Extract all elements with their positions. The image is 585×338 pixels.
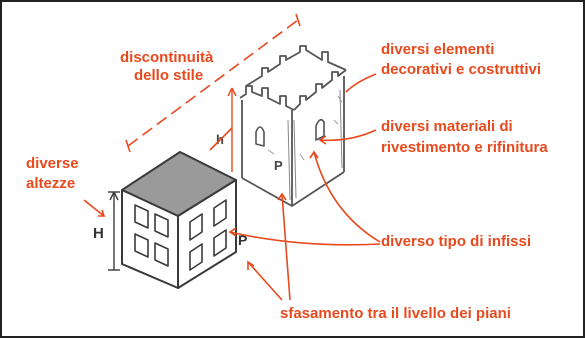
house-front-windows [134, 204, 169, 267]
label-windows: diverso tipo di infissi [381, 233, 531, 250]
house-height-mark: H [93, 225, 104, 242]
label-discontinuity-line2: dello stile [134, 67, 203, 84]
label-materials-line2: rivestimento e rifinitura [381, 139, 548, 156]
tower-back-battlements [245, 45, 347, 87]
label-materials-line1: diversi materiali di [381, 118, 513, 135]
tower-side-battlements [293, 69, 347, 111]
house-side-face [177, 179, 237, 289]
label-heights-line2: altezze [26, 175, 75, 192]
materials-arrow [319, 129, 377, 142]
windows-arrow-house [229, 231, 381, 246]
label-discontinuity-line1: discontinuità [120, 49, 214, 66]
tower-side-window [315, 118, 325, 141]
leader-lines [83, 13, 381, 301]
house-sketch [108, 151, 237, 289]
label-decorative-line1: diversi elementi [381, 41, 494, 58]
label-heights-line1: diverse [26, 155, 79, 172]
decorative-arrow [345, 73, 377, 93]
floors-arrow-tower [281, 193, 291, 301]
heights-arrow [83, 199, 105, 217]
label-decorative-line2: decorativi e costruttivi [381, 61, 541, 78]
house-height-dimension [108, 191, 120, 271]
label-floors: sfasamento tra il livello dei piani [280, 305, 511, 322]
tower-height-dimension [227, 87, 237, 172]
tower-front-window [255, 126, 265, 147]
house-floor-mark: P [238, 232, 247, 248]
floors-arrow-house [247, 261, 283, 301]
heights-link-line [209, 127, 233, 151]
tower-sketch [239, 45, 347, 207]
tower-base [241, 171, 345, 207]
tower-floor-mark: P [274, 158, 283, 173]
house-side-windows [189, 199, 227, 271]
windows-arrow-tower [313, 151, 381, 243]
